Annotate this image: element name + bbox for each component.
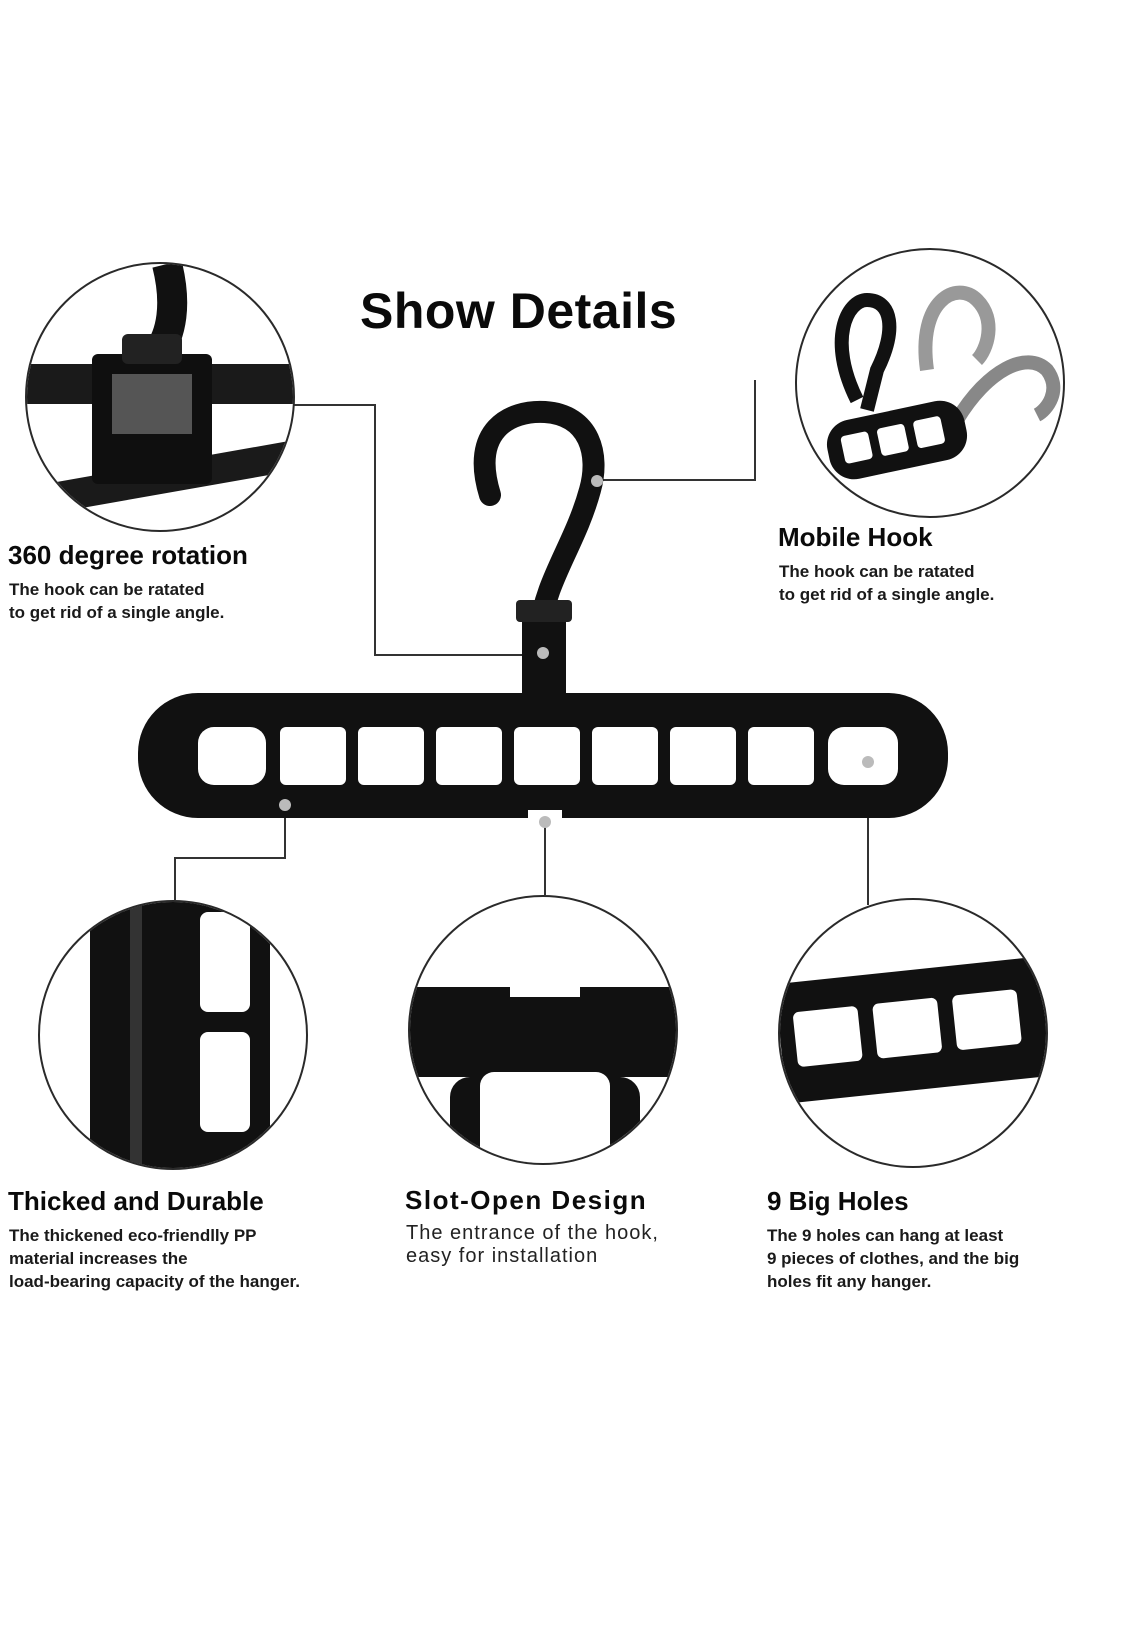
hanger-holes bbox=[198, 727, 898, 785]
feature-desc-durable: The thickened eco-friendlly PP material … bbox=[9, 1226, 300, 1291]
feature-title-big-holes: 9 Big Holes bbox=[767, 1186, 909, 1216]
detail-circle-durable bbox=[38, 900, 308, 1170]
feature-desc-rotation: The hook can be ratated to get rid of a … bbox=[9, 580, 225, 622]
detail-circle-rotation bbox=[25, 262, 295, 532]
feature-desc-big-holes: The 9 holes can hang at least 9 pieces o… bbox=[767, 1226, 1020, 1291]
page-title: Show Details bbox=[360, 283, 678, 339]
detail-circle-slot-open bbox=[408, 895, 678, 1165]
feature-title-rotation: 360 degree rotation bbox=[8, 540, 248, 570]
hook-icon bbox=[473, 400, 605, 641]
feature-title-slot-open: Slot-Open Design bbox=[405, 1185, 648, 1215]
detail-circle-mobile-hook bbox=[795, 248, 1065, 518]
detail-circle-big-holes bbox=[778, 898, 1048, 1168]
feature-desc-mobile-hook: The hook can be ratated to get rid of a … bbox=[779, 562, 995, 604]
feature-title-durable: Thicked and Durable bbox=[8, 1186, 264, 1216]
feature-desc-slot-open: The entrance of the hook, easy for insta… bbox=[406, 1222, 659, 1267]
feature-title-mobile-hook: Mobile Hook bbox=[778, 522, 933, 552]
